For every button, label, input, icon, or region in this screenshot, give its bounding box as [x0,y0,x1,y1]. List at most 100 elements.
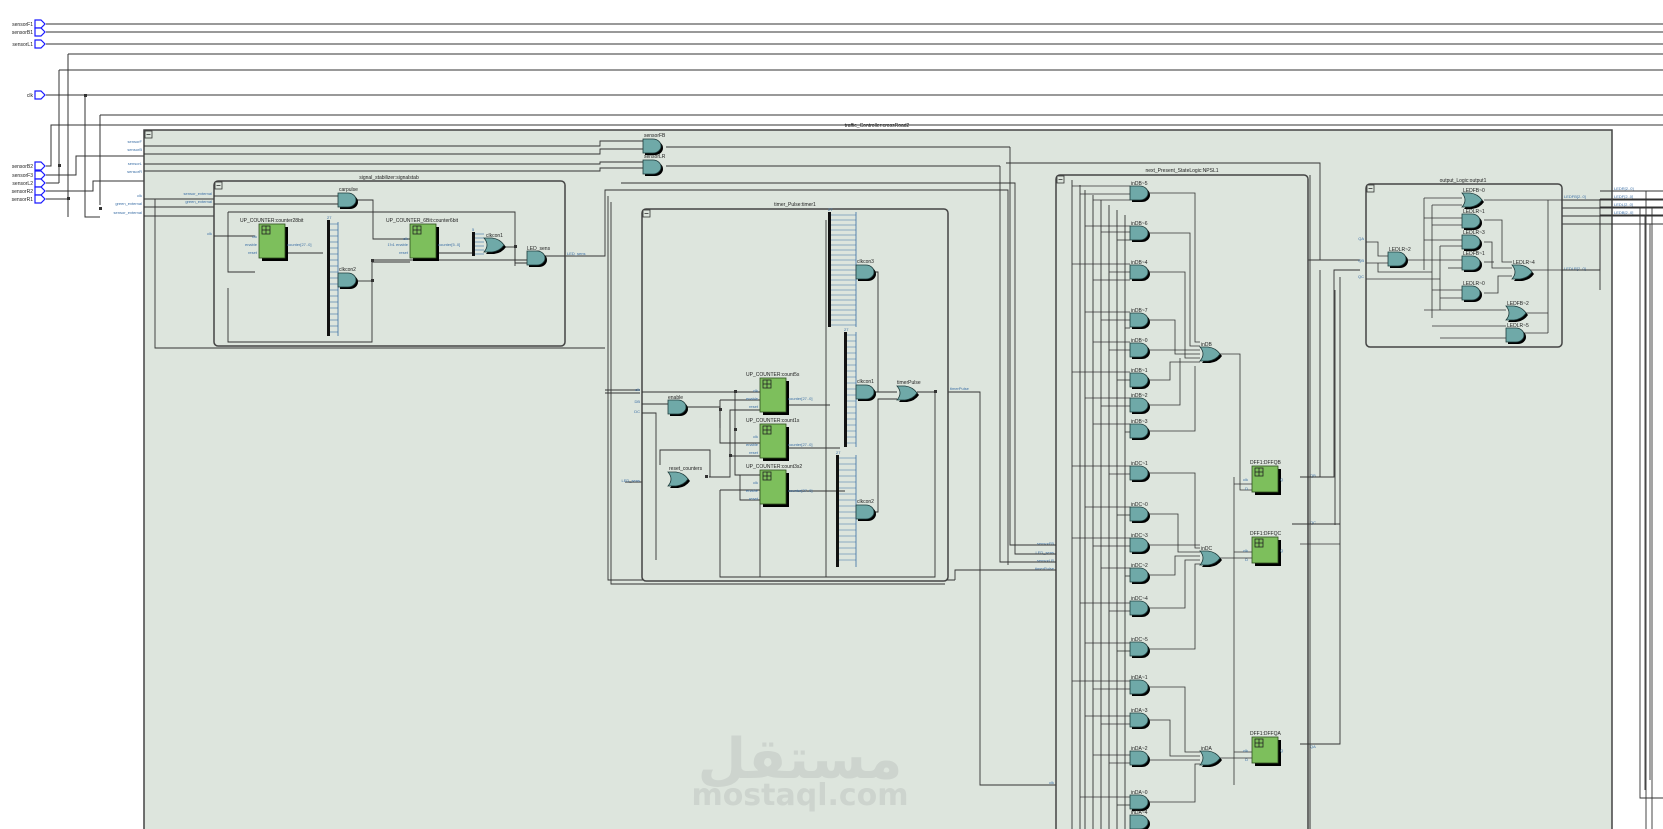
gate-inDB-2[interactable]: inDB~2 [1129,393,1151,415]
gate-inDA[interactable]: inDA [1199,746,1223,768]
gate-LEDLR-0[interactable]: LEDLR~0 [1461,281,1485,303]
gate-timerPulse[interactable]: timerPulse timerPulse [896,380,970,403]
gate-inDB[interactable]: inDB [1199,342,1223,364]
input-port-sensorL2[interactable]: sensorL2 [12,178,46,188]
dff-QB[interactable]: DFF1:DFFQB clk D Q [1243,460,1283,496]
gate-inDA-2[interactable]: inDA~2 [1129,746,1151,768]
gate-clkcon1-timer[interactable]: clkcon1 [855,379,877,402]
gate-sensorLR[interactable]: sensorLR [642,154,666,177]
svg-text:clk: clk [1243,748,1248,753]
gate-clkcon2-timer[interactable]: clkcon2 [855,499,877,522]
gate-inDC-0[interactable]: inDC~0 [1129,502,1151,524]
svg-text:UP_COUNTER:counter28bit: UP_COUNTER:counter28bit [240,218,304,224]
nsl-gate-wires [1072,185,1340,806]
svg-text:DB: DB [634,399,640,404]
svg-text:reset: reset [248,250,258,255]
gate-inDC-1[interactable]: inDC~1 [1129,461,1151,483]
svg-text:QC: QC [1310,520,1316,525]
svg-text:LEDL[2..0]: LEDL[2..0] [1614,202,1633,207]
gate-reset-counters[interactable]: reset_counters [667,466,703,489]
gate-inDA-4[interactable]: inDA~4 [1129,810,1151,829]
module-timer-pulse[interactable]: timer_Pulse:timer1 clk DB DC LED_sens [622,202,949,582]
svg-text:inDB~0: inDB~0 [1131,338,1148,344]
gate-inDA-3[interactable]: inDA~3 [1129,708,1151,730]
module-next-state-logic[interactable]: next_Present_StateLogic:NPSL1 sensorFB L… [1035,168,1309,829]
gate-carpulse[interactable]: carpulse [337,187,359,210]
svg-text:green_external: green_external [115,201,142,206]
gate-inDB-6[interactable]: inDB~6 [1129,221,1151,243]
svg-text:enable: enable [746,442,759,447]
module-signal-stabilizer[interactable]: signal_stabilizer:signalstab sensor_exte… [184,175,566,347]
svg-text:LEDLR~4: LEDLR~4 [1513,260,1535,266]
gate-inDB-0[interactable]: inDB~0 [1129,338,1151,360]
svg-text:inDC~2: inDC~2 [1131,563,1148,569]
gate-clkcon2[interactable]: clkcon2 [337,267,359,290]
gate-clkcon1-stab[interactable]: clkcon1 [483,233,507,255]
gate-LEDFB-0[interactable]: LEDFB~0 [1461,188,1485,210]
gate-LEDFB-2[interactable]: LEDFB~2 [1505,301,1529,323]
gate-inDC-5[interactable]: inDC~5 [1129,637,1151,659]
counter-count3s2[interactable]: UP_COUNTER:count3s2 clk enable reset cou… [746,464,812,508]
input-port-sensorL1[interactable]: sensorL1 [12,39,46,49]
nsl-vertical-out-wires [1292,175,1340,829]
ol-wires [1366,197,1562,339]
svg-text:next_Present_StateLogic:NPSL1: next_Present_StateLogic:NPSL1 [1145,168,1218,174]
counter-6bit[interactable]: UP_COUNTER_6Bit:counter6bit clk 1'b1 ena… [386,218,460,262]
svg-text:enable: enable [746,396,759,401]
gate-inDC-4[interactable]: inDC~4 [1129,596,1151,618]
gate-LED-sens[interactable]: LED_sens LED_sens [526,246,585,268]
svg-text:LEDFB~1: LEDFB~1 [1463,251,1485,257]
svg-text:sensorR: sensorR [127,169,142,174]
dff-QA[interactable]: DFF1:DFFQA clk D Q [1243,731,1283,767]
gate-inDC-3[interactable]: inDC~3 [1129,533,1151,555]
input-port-sensorB2[interactable]: sensorB2 [12,161,46,171]
svg-text:QB: QB [1310,473,1316,478]
svg-text:LEDLR~3: LEDLR~3 [1463,230,1485,236]
svg-text:clk: clk [1243,477,1248,482]
svg-text:mostaql.com: mostaql.com [691,778,908,813]
collapse-icon [1056,175,1065,184]
gate-sensorFB[interactable]: sensorFB [642,133,666,156]
svg-text:inDC: inDC [1201,546,1213,552]
gate-LEDLR-5[interactable]: LEDLR~5 [1505,323,1529,345]
gate-LEDLR-2[interactable]: LEDLR~2 [1387,247,1411,269]
svg-text:Q: Q [1280,548,1283,553]
svg-text:inDC~0: inDC~0 [1131,502,1148,508]
svg-text:clk: clk [207,231,212,236]
gate-inDA-1[interactable]: inDA~1 [1129,675,1151,697]
svg-text:5: 5 [472,227,475,232]
svg-text:DFF1:DFFQA: DFF1:DFFQA [1250,731,1281,737]
input-port-sensorB1[interactable]: sensorB1 [12,27,46,37]
gate-inDC[interactable]: inDC [1199,546,1223,568]
gate-LEDLR-4[interactable]: LEDLR~4 [1511,260,1535,282]
gate-inDA-0[interactable]: inDA~0 [1129,790,1151,812]
gate-inDB-1[interactable]: inDB~1 [1129,368,1151,390]
bus-tap-28bit: 27 [327,215,339,336]
counter-count5s[interactable]: UP_COUNTER:count5s clk enable reset coun… [746,372,812,416]
svg-text:clk: clk [635,387,640,392]
svg-text:27: 27 [836,450,841,455]
input-port-sensorR2[interactable]: sensorR2 [12,186,46,196]
gate-LEDLR-1[interactable]: LEDLR~1 [1461,209,1485,231]
svg-text:LEDB[2..0]: LEDB[2..0] [1614,210,1633,215]
counter-28bit[interactable]: UP_COUNTER:counter28bit clk enable reset… [240,218,311,262]
svg-text:inDB~4: inDB~4 [1131,260,1148,266]
collapse-icon [1366,184,1375,193]
gate-inDC-2[interactable]: inDC~2 [1129,563,1151,585]
dff-QC[interactable]: DFF1:DFFQC clk D Q [1243,531,1283,567]
svg-text:QB: QB [1358,258,1364,263]
gate-LEDLR-3[interactable]: LEDLR~3 [1461,230,1485,252]
input-port-sensorR1[interactable]: sensorR1 [12,194,46,204]
gate-inDB-7[interactable]: inDB~7 [1129,308,1151,330]
gate-enable[interactable]: enable [667,395,689,417]
input-port-clk[interactable]: clk [27,90,46,100]
gate-inDB-4[interactable]: inDB~4 [1129,260,1151,282]
input-port-sensorF1[interactable]: sensorF1 [12,19,46,29]
gate-inDB-5[interactable]: inDB~5 [1129,181,1151,203]
counter-count1s[interactable]: UP_COUNTER:count1s clk enable reset coun… [746,418,812,462]
gate-LEDFB-1[interactable]: LEDFB~1 [1461,251,1485,273]
gate-inDB-3[interactable]: inDB~3 [1129,419,1151,441]
input-port-sensorF3[interactable]: sensorF3 [12,170,46,180]
gate-clkcon3[interactable]: clkcon3 [855,259,877,282]
